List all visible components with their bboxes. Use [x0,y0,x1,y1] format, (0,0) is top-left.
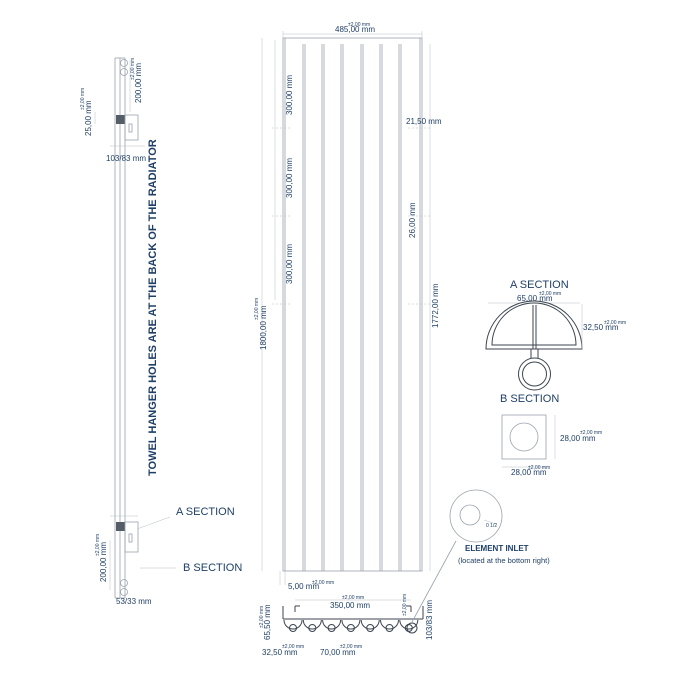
label-b-section: B SECTION [183,562,242,574]
pipe-circle [404,624,413,632]
element-inlet-marker [406,622,418,634]
a-section-height-tol: ±2,00 mm [604,320,626,326]
b-section-detail: B SECTION 28,00 mm ±2,00 mm 28,00 mm ±2,… [500,393,602,477]
front-spacing-1: 300,00 mm [285,75,294,115]
a-section-detail: A SECTION 65,00 mm ±2,00 mm 32,50 mm ±2,… [485,279,626,391]
element-inlet-subtitle: (located at the bottom right) [458,556,550,565]
bottom-bracket-plate [124,521,139,553]
a-section-inner-profile [491,302,577,346]
front-edge-tol: ±2,00 mm [312,580,334,586]
pipe-circle [385,624,394,632]
pipe-arc [341,619,361,630]
bottom-height-dim: 65,50 mm [263,604,272,640]
bottom-half-dim: 32,50 mm [262,648,298,657]
side-top-depth-dim: 103/83 mm [106,154,146,163]
pipe-arc [380,619,399,630]
pipe-arc [283,619,303,630]
a-section-width-tol: ±2,00 mm [539,291,561,297]
front-width-tol: ±2,00 mm [348,22,370,28]
pipe-circle [366,624,375,632]
top-bracket-block [116,115,125,124]
bottom-pitch-dim: 70,00 mm [320,648,356,657]
side-view: 200,00 mm ±2,00 mm 25,00 mm ±2,00 mm 103… [80,57,242,606]
pipe-arc [302,619,322,630]
element-inlet-circle [449,489,503,543]
bottom-bracket-block [116,522,125,531]
pipe-circle [346,624,355,632]
bottom-mount-hole-2 [120,588,128,596]
element-inlet-detail: 0 1/2 ELEMENT INLET (located at the bott… [411,489,550,623]
pipe-circle [327,624,336,632]
a-section-pipe-inner [522,361,547,387]
side-top-bracket-dim: 200,00 mm [134,63,143,103]
element-size: 0 1/2 [486,523,497,529]
bottom-centers-dim: 350,00 mm [330,601,370,610]
front-right-offset-dim: 21,50 mm [406,117,442,126]
bottom-mount-hole-1 [120,579,128,587]
bottom-view: 350,00 mm ±2,00 mm 65,50 mm ±2,00 mm 103… [259,594,434,657]
element-inlet-title: ELEMENT INLET [465,544,529,553]
a-section-outer-profile [485,300,583,350]
front-spacing-3: 300,00 mm [285,244,294,284]
b-section-width-tol: ±2,00 mm [528,465,550,471]
bottom-pitch-tol: ±2,00 mm [340,644,362,650]
bottom-pipe-profile [283,619,419,634]
side-bottom-depth-dim: 53/33 mm [116,597,152,606]
pipe-arc [360,619,380,630]
side-bottom-bracket-dim: 200,00 mm [99,542,108,582]
a-section-pipe-outer [518,357,551,391]
pipe-arc [322,619,342,630]
a-section-height-dim: 32,50 mm [583,323,619,332]
side-top-gap-dim: 25,00 mm [84,100,93,136]
b-section-height-dim: 28,00 mm [560,434,596,443]
front-total-height-tol: ±2,00 mm [254,298,260,320]
bottom-half-tol: ±2,00 mm [282,644,304,650]
b-section-width-dim: 28,00 mm [511,468,547,477]
b-section-height-tol: ±2,00 mm [580,430,602,436]
bottom-height-tol: ±2,00 mm [259,606,265,628]
b-section-hole [509,422,539,452]
b-section-square [501,414,547,460]
front-view: 485,00 mm ±2,00 mm 300,00 mm 300,00 mm 3… [254,22,442,591]
towel-hanger-note: TOWEL HANGER HOLES ARE AT THE BACK OF TH… [147,139,159,476]
bottom-depth-dim: 103/83 mm [425,600,434,640]
front-right-inner-dim: 26,00 mm [408,202,417,238]
front-width-dim: 485,00 mm [335,25,375,34]
side-bottom-bracket-tol: ±2,00 mm [95,534,101,556]
bottom-centers-tol: ±2,00 mm [342,595,364,601]
top-bracket-plate [124,114,139,141]
pipe-circle [308,624,317,632]
front-edge-dim: 5,00 mm [288,582,319,591]
top-mount-hole-1 [120,59,128,67]
pipe-circle [289,624,297,632]
side-top-gap-tol: ±2,00 mm [80,88,86,110]
pipe-arc [399,619,419,630]
front-column-height-dim: 1772,00 mm [431,283,440,328]
a-section-width-dim: 65,00 mm [517,294,553,303]
front-total-height-dim: 1800,00 mm [259,305,268,350]
radiator-columns [302,44,402,571]
label-a-section: A SECTION [176,506,235,518]
side-top-bracket-tol: ±2,00 mm [130,58,136,80]
bottom-depth-tol: ±2,00 mm [402,594,408,616]
a-section-title: A SECTION [510,279,569,291]
b-section-title: B SECTION [500,393,559,405]
top-mount-hole-2 [120,68,128,76]
front-spacing-2: 300,00 mm [285,158,294,198]
